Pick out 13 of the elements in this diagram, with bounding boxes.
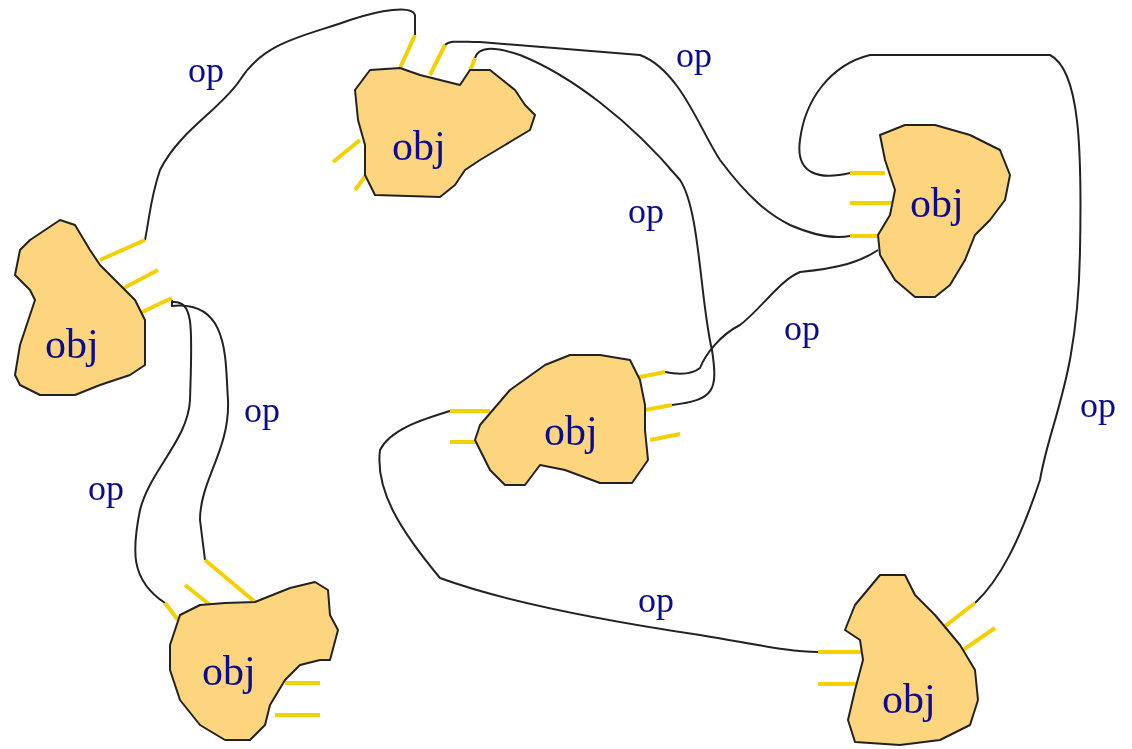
connector-line [444, 40, 851, 238]
connector-line [474, 47, 716, 406]
node-label: obj [392, 125, 446, 167]
connector-line [798, 54, 1082, 604]
node-label: obj [882, 678, 936, 720]
node-label: obj [45, 323, 99, 365]
connector-line [378, 410, 819, 653]
node-label: obj [202, 650, 256, 692]
node-label: obj [910, 182, 964, 224]
connector-line [134, 299, 193, 604]
connector-line [664, 249, 879, 375]
connector-line [144, 8, 416, 241]
node-label: obj [544, 410, 598, 452]
